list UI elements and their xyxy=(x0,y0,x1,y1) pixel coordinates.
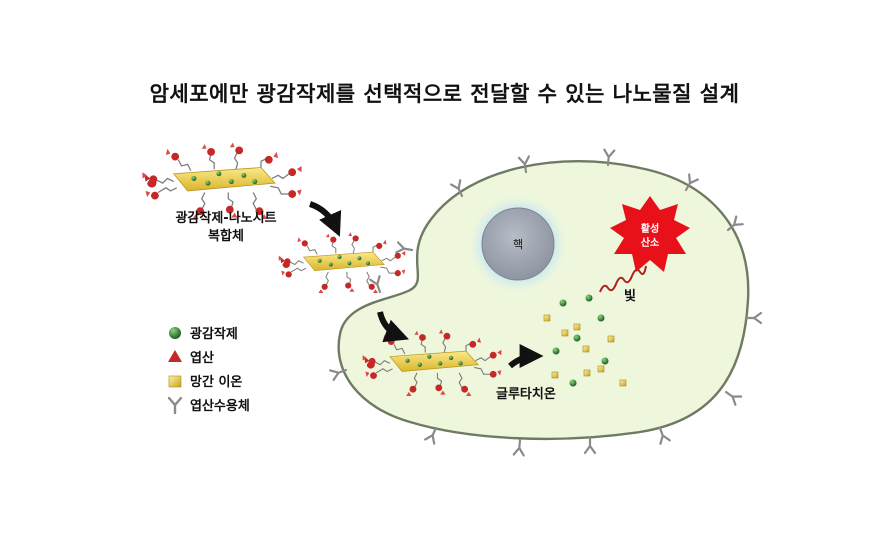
legend-item-receptor: 엽산수용체 xyxy=(167,396,250,415)
released-photosensitizers xyxy=(552,294,609,387)
legend-label: 엽산 xyxy=(190,350,214,366)
nucleus: 핵 xyxy=(470,196,566,292)
photosensitizer-dot xyxy=(559,299,567,307)
manganese-ions xyxy=(543,314,627,387)
legend-item-photosensitizer: 광감작제 xyxy=(169,326,238,342)
manganese-square xyxy=(543,314,551,322)
legend-label: 망간 이온 xyxy=(190,374,242,390)
manganese-square xyxy=(551,371,559,379)
manganese-square xyxy=(561,329,569,337)
legend-item-folate: 엽산 xyxy=(168,350,214,366)
light-label: 빛 xyxy=(624,289,636,304)
manganese-square xyxy=(583,369,591,377)
y-receptor-icon xyxy=(167,396,183,415)
photosensitizer-dot xyxy=(569,379,577,387)
receptor-icon xyxy=(583,436,597,455)
manganese-square xyxy=(619,379,627,387)
nucleus-label: 핵 xyxy=(513,238,523,251)
manganese-square xyxy=(582,345,590,353)
legend-item-manganese: 망간 이온 xyxy=(168,374,242,390)
arrow-approach xyxy=(308,201,342,237)
light-wave xyxy=(599,265,647,293)
red-triangle-icon xyxy=(168,350,182,362)
green-sphere-icon xyxy=(169,327,181,339)
legend-label: 광감작제 xyxy=(190,326,238,342)
ros-label-line2: 산소 xyxy=(641,236,659,249)
legend-label: 엽산수용체 xyxy=(190,398,250,414)
arrow-release xyxy=(508,344,544,369)
complex-label-line2: 복합체 xyxy=(208,228,244,244)
receptor-icon xyxy=(744,311,763,325)
photosensitizer-dot xyxy=(585,294,593,302)
photosensitizer-dot xyxy=(573,334,581,342)
photosensitizer-dot xyxy=(597,314,605,322)
manganese-square xyxy=(597,365,605,373)
glutathione-label: 글루타치온 xyxy=(496,386,556,402)
reactive-oxygen-burst: 활성 산소 xyxy=(610,196,690,272)
complex-label-line1: 광감작제-나노시트 xyxy=(175,210,276,226)
complex-outside xyxy=(141,141,303,220)
receptor-icon xyxy=(512,438,527,457)
arrow-internalize xyxy=(377,311,409,343)
complex-binding xyxy=(278,231,406,294)
yellow-square-icon xyxy=(168,375,182,388)
legend: 광감작제 엽산 망간 이온 엽산수용체 xyxy=(167,326,250,415)
diagram-title: 암세포에만 광감작제를 선택적으로 전달할 수 있는 나노물질 설계 xyxy=(149,82,740,106)
photosensitizer-dot xyxy=(601,357,609,365)
photosensitizer-dot xyxy=(552,347,560,355)
ros-label-line1: 활성 xyxy=(641,222,659,235)
manganese-square xyxy=(573,323,581,331)
receptor-icon xyxy=(722,386,743,406)
manganese-square xyxy=(607,335,615,343)
